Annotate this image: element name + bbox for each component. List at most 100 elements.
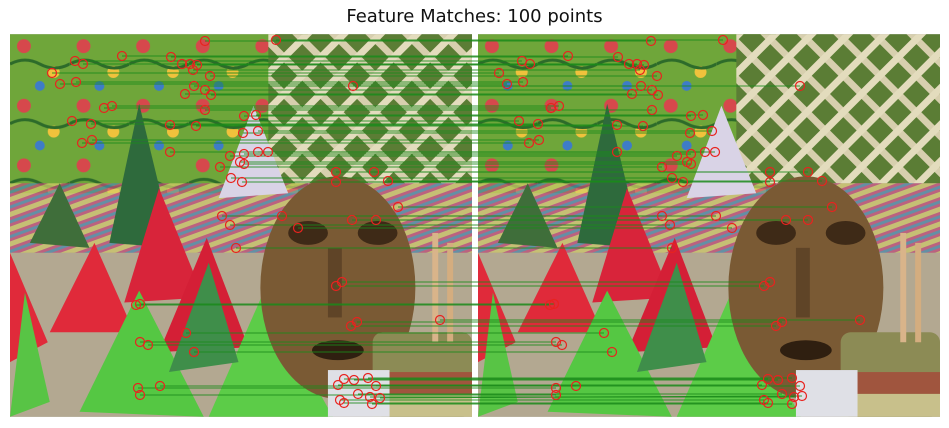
keypoint-left bbox=[116, 50, 128, 62]
keypoint-left bbox=[338, 373, 350, 385]
keypoint-right bbox=[816, 175, 828, 187]
keypoint-left bbox=[199, 84, 211, 96]
keypoint-right bbox=[550, 336, 562, 348]
keypoint-left bbox=[176, 58, 188, 70]
keypoint-right bbox=[562, 50, 574, 62]
keypoint-right bbox=[710, 210, 722, 222]
keypoint-left bbox=[330, 166, 342, 178]
keypoint-left bbox=[276, 210, 288, 222]
keypoint-left bbox=[238, 148, 250, 160]
keypoint-left bbox=[184, 58, 196, 70]
keypoint-left bbox=[224, 219, 236, 231]
keypoint-left bbox=[199, 104, 211, 116]
keypoint-right bbox=[556, 339, 568, 351]
keypoint-right bbox=[685, 158, 697, 170]
keypoint-left bbox=[346, 214, 358, 226]
keypoint-left bbox=[224, 150, 236, 162]
keypoint-right bbox=[786, 372, 798, 384]
keypoint-right bbox=[717, 34, 729, 46]
keypoint-right bbox=[626, 88, 638, 100]
keypoint-left bbox=[164, 119, 176, 131]
keypoint-left bbox=[191, 59, 203, 71]
keypoint-right bbox=[794, 80, 806, 92]
keypoint-left bbox=[70, 76, 82, 88]
keypoint-left bbox=[225, 172, 237, 184]
keypoint-right bbox=[685, 110, 697, 122]
keypoint-right bbox=[826, 201, 838, 213]
keypoint-left bbox=[214, 161, 226, 173]
keypoint-right bbox=[524, 58, 536, 70]
keypoint-left bbox=[66, 115, 78, 127]
keypoint-left bbox=[236, 176, 248, 188]
keypoint-right bbox=[697, 109, 709, 121]
keypoint-left bbox=[252, 146, 264, 158]
keypoint-right bbox=[854, 314, 866, 326]
keypoint-left bbox=[237, 127, 249, 139]
keypoint-left bbox=[134, 298, 146, 310]
keypoint-right bbox=[699, 146, 711, 158]
keypoint-right bbox=[666, 242, 678, 254]
keypoint-right bbox=[611, 146, 623, 158]
keypoint-right bbox=[794, 380, 806, 392]
keypoint-left bbox=[46, 67, 58, 79]
keypoint-right bbox=[545, 102, 557, 114]
keypoint-left bbox=[179, 88, 191, 100]
keypoint-left bbox=[54, 78, 66, 90]
keypoint-right bbox=[493, 67, 505, 79]
keypoint-left bbox=[180, 327, 192, 339]
keypoint-right bbox=[802, 214, 814, 226]
keypoint-right bbox=[786, 398, 798, 410]
keypoint-right bbox=[637, 120, 649, 132]
keypoint-right bbox=[764, 166, 776, 178]
keypoint-right bbox=[666, 172, 678, 184]
keypoint-right bbox=[802, 166, 814, 178]
keypoint-right bbox=[762, 373, 774, 385]
keypoint-right bbox=[664, 219, 676, 231]
keypoint-left bbox=[262, 146, 274, 158]
keypoint-right bbox=[501, 78, 513, 90]
keypoint-right bbox=[796, 390, 808, 402]
keypoint-left bbox=[347, 80, 359, 92]
keypoint-left bbox=[98, 102, 110, 114]
keypoint-left bbox=[370, 380, 382, 392]
keypoint-right bbox=[532, 118, 544, 130]
keypoint-left bbox=[374, 392, 386, 404]
keypoint-left bbox=[250, 109, 262, 121]
keypoint-left bbox=[204, 70, 216, 82]
keypoint-left bbox=[368, 166, 380, 178]
keypoint-left bbox=[86, 134, 98, 146]
keypoint-right bbox=[517, 76, 529, 88]
keypoint-left bbox=[392, 201, 404, 213]
keypoint-right bbox=[780, 214, 792, 226]
keypoint-right bbox=[656, 161, 668, 173]
keypoint-left bbox=[130, 299, 142, 311]
keypoint-right bbox=[606, 346, 618, 358]
keypoint-left bbox=[199, 35, 211, 47]
keypoint-left bbox=[85, 118, 97, 130]
keypoints-left bbox=[46, 34, 446, 410]
keypoint-left bbox=[106, 100, 118, 112]
keypoint-right bbox=[762, 397, 774, 409]
keypoint-left bbox=[332, 379, 344, 391]
keypoint-left bbox=[132, 382, 144, 394]
keypoint-right bbox=[706, 125, 718, 137]
keypoint-right bbox=[550, 382, 562, 394]
keypoint-right bbox=[788, 391, 800, 403]
figure-title: Feature Matches: 100 points bbox=[346, 6, 603, 27]
keypoint-right bbox=[671, 150, 683, 162]
keypoint-right bbox=[553, 100, 565, 112]
keypoint-right bbox=[772, 374, 784, 386]
keypoint-right bbox=[756, 379, 768, 391]
keypoint-left bbox=[77, 58, 89, 70]
keypoint-left bbox=[348, 374, 360, 386]
keypoint-left bbox=[238, 158, 250, 170]
keypoint-left bbox=[164, 146, 176, 158]
keypoint-left bbox=[330, 280, 342, 292]
keypoint-left bbox=[165, 51, 177, 63]
keypoint-right bbox=[758, 280, 770, 292]
keypoint-left bbox=[238, 110, 250, 122]
keypoint-right bbox=[523, 137, 535, 149]
keypoint-right bbox=[645, 35, 657, 47]
keypoint-right bbox=[652, 89, 664, 101]
keypoint-right bbox=[677, 176, 689, 188]
